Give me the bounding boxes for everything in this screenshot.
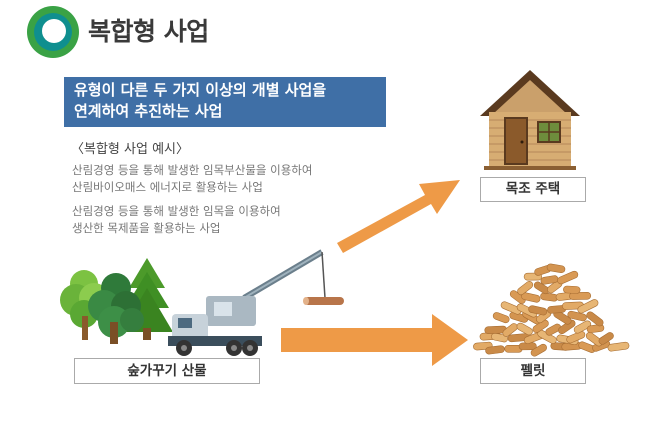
pellet bbox=[567, 310, 587, 322]
pellet bbox=[540, 292, 559, 302]
pellet bbox=[502, 323, 518, 337]
pellet bbox=[598, 332, 614, 345]
pellet bbox=[557, 270, 579, 285]
pellet bbox=[569, 291, 592, 300]
pellet bbox=[566, 330, 586, 344]
pellet bbox=[607, 341, 630, 352]
pellet bbox=[528, 305, 548, 316]
example-1-line-1: 산림경영 등을 통해 발생한 임목부산물을 이용하여 bbox=[72, 163, 313, 177]
examples-heading: 〈복합형 사업 예시〉 bbox=[71, 142, 189, 157]
definition-line-1: 유형이 다른 두 가지 이상의 개별 사업을 bbox=[74, 81, 327, 99]
pellet bbox=[573, 320, 592, 334]
pellet bbox=[516, 322, 533, 336]
pellet bbox=[517, 281, 534, 296]
definition-line-2: 연계하여 추진하는 사업 bbox=[74, 102, 223, 120]
example-2-line-1: 산림경영 등을 통해 발생한 임목을 이용하여 bbox=[72, 204, 281, 218]
log-house-icon bbox=[480, 70, 580, 170]
example-item: 산림경영 등을 통해 발생한 임목부산물을 이용하여 산림바이오매스 에너지로 … bbox=[72, 162, 312, 196]
wooden-house-label: 목조 주택 bbox=[480, 177, 586, 202]
pellet bbox=[530, 343, 547, 357]
pellet bbox=[521, 292, 541, 303]
pellet bbox=[586, 311, 604, 327]
example-2-line-2: 생산한 목제품을 활용하는 사업 bbox=[72, 221, 221, 235]
example-1-line-2: 산림바이오매스 에너지로 활용하는 사업 bbox=[72, 180, 263, 194]
ring-logo-icon bbox=[27, 6, 79, 58]
pellet-label: 펠릿 bbox=[480, 358, 586, 384]
crane-truck-icon bbox=[168, 249, 344, 356]
forest-products-label: 숲가꾸기 산물 bbox=[74, 358, 260, 384]
pellet bbox=[546, 263, 566, 274]
wood-pellets-icon bbox=[473, 263, 630, 357]
pellet bbox=[500, 301, 522, 315]
example-item: 산림경영 등을 통해 발생한 임목을 이용하여 생산한 목제품을 활용하는 사업 bbox=[72, 203, 281, 237]
pellet bbox=[516, 303, 538, 318]
pellet bbox=[577, 299, 599, 314]
pellet bbox=[563, 285, 581, 294]
pellet bbox=[558, 319, 576, 335]
definition-box: 유형이 다른 두 가지 이상의 개별 사업을 연계하여 추진하는 사업 bbox=[64, 77, 386, 127]
pellet bbox=[545, 323, 562, 336]
arrow-to-pellet-icon bbox=[281, 314, 468, 366]
forest-trees-icon bbox=[60, 258, 173, 344]
pellet bbox=[492, 312, 510, 324]
page-title: 복합형 사업 bbox=[88, 17, 209, 46]
arrow-to-house-icon bbox=[337, 180, 460, 253]
